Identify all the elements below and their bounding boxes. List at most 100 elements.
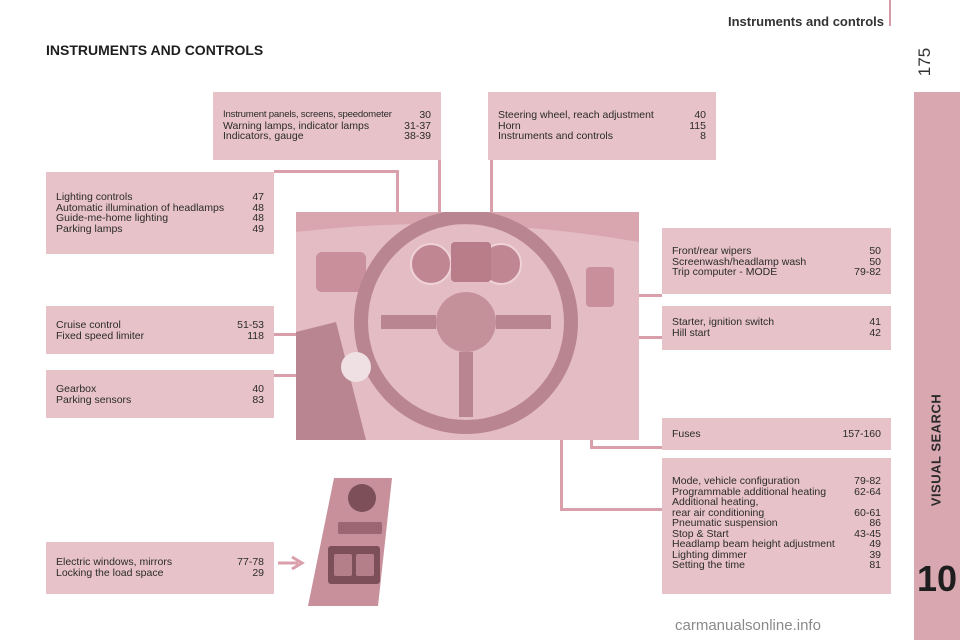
watermark: carmanualsonline.info bbox=[675, 617, 821, 634]
reference-label: Instrument panels, screens, speedometer bbox=[223, 109, 392, 120]
page-reference: 79-82 bbox=[854, 266, 881, 278]
reference-label: Lighting dimmer bbox=[672, 548, 747, 561]
reference-row: Front/rear wipers 50 bbox=[672, 246, 881, 257]
reference-row: Screenwash/headlamp wash 50 bbox=[672, 255, 881, 268]
reference-label: Pneumatic suspension bbox=[672, 517, 778, 529]
reference-label: Mode, vehicle configuration bbox=[672, 475, 800, 487]
reference-row: rear air conditioning 60-61 bbox=[672, 506, 881, 519]
page-reference: 60-61 bbox=[854, 506, 881, 519]
page-reference: 50 bbox=[869, 245, 881, 257]
page-reference: 62-64 bbox=[854, 485, 881, 498]
page-reference: 8 bbox=[700, 130, 706, 142]
page-reference: 77-78 bbox=[237, 556, 264, 568]
box-instrument-panels: Instrument panels, screens, speedometer 3… bbox=[213, 92, 441, 160]
reference-label: Gearbox bbox=[56, 383, 97, 395]
reference-row: Lighting dimmer 39 bbox=[672, 548, 881, 561]
leader-line bbox=[274, 170, 398, 173]
reference-label: Parking lamps bbox=[56, 222, 123, 235]
page-reference: 49 bbox=[869, 538, 881, 550]
reference-label: Stop & Start bbox=[672, 527, 729, 540]
reference-row: Headlamp beam height adjustment 49 bbox=[672, 539, 881, 550]
reference-row: Horn 115 bbox=[498, 119, 706, 132]
header-divider bbox=[889, 0, 891, 26]
reference-label: Setting the time bbox=[672, 559, 745, 571]
reference-label: Guide-me-home lighting bbox=[56, 212, 169, 224]
reference-row: Instruments and controls 8 bbox=[498, 131, 706, 142]
reference-label: Headlamp beam height adjustment bbox=[672, 538, 835, 550]
reference-label: Hill start bbox=[672, 326, 710, 339]
page-reference: 30 bbox=[419, 109, 431, 121]
reference-label: Additional heating, bbox=[672, 496, 759, 508]
page-reference: 40 bbox=[252, 383, 264, 395]
reference-label: Fixed speed limiter bbox=[56, 329, 145, 342]
reference-label: Parking sensors bbox=[56, 393, 132, 406]
page-reference: 41 bbox=[869, 316, 881, 328]
reference-row: Starter, ignition switch 41 bbox=[672, 317, 881, 328]
reference-label: Instruments and controls bbox=[498, 130, 613, 142]
leader-line bbox=[590, 446, 662, 449]
page-number: 175 bbox=[905, 42, 945, 86]
page-reference: 50 bbox=[869, 255, 881, 268]
chapter-tab-text: VISUAL SEARCH bbox=[928, 393, 944, 507]
reference-label: Locking the load space bbox=[56, 566, 164, 579]
chapter-tab-label: VISUAL SEARCH bbox=[913, 350, 959, 550]
page-reference: 79-82 bbox=[854, 475, 881, 487]
page-reference: 157-160 bbox=[842, 428, 881, 440]
reference-row: Pneumatic suspension 86 bbox=[672, 518, 881, 529]
reference-label: Screenwash/headlamp wash bbox=[672, 255, 807, 268]
box-wipers: Front/rear wipers 50 Screenwash/headlamp … bbox=[662, 228, 891, 294]
reference-label: Lighting controls bbox=[56, 191, 133, 203]
reference-label: Horn bbox=[498, 119, 521, 132]
page-reference: 115 bbox=[689, 119, 706, 132]
box-mode: Mode, vehicle configuration 79-82 Program… bbox=[662, 458, 891, 594]
reference-label: Front/rear wipers bbox=[672, 245, 752, 257]
page-reference: 86 bbox=[869, 517, 881, 529]
page-reference: 47 bbox=[252, 191, 264, 203]
leader-line bbox=[560, 508, 662, 511]
reference-row: Mode, vehicle configuration 79-82 bbox=[672, 476, 881, 487]
page-reference: 31-37 bbox=[404, 119, 431, 132]
reference-label: Trip computer - MODE bbox=[672, 266, 778, 278]
window-switch-illustration bbox=[304, 474, 396, 610]
reference-row: Parking lamps 49 bbox=[56, 222, 264, 235]
page-reference: 51-53 bbox=[237, 319, 264, 331]
page-reference: 40 bbox=[694, 109, 706, 121]
reference-row: Instrument panels, screens, speedometer 3… bbox=[223, 109, 431, 121]
running-header: Instruments and controls bbox=[727, 14, 884, 29]
reference-label: Starter, ignition switch bbox=[672, 316, 775, 328]
page-reference: 48 bbox=[252, 201, 264, 214]
page-title: INSTRUMENTS AND CONTROLS bbox=[46, 42, 264, 58]
chapter-number: 10 bbox=[916, 558, 958, 599]
reference-row: Stop & Start 43-45 bbox=[672, 527, 881, 540]
page-reference: 39 bbox=[869, 548, 881, 561]
reference-label: Warning lamps, indicator lamps bbox=[223, 119, 370, 132]
box-lighting: Lighting controls 47 Automatic illuminati… bbox=[46, 172, 274, 254]
page-reference: 29 bbox=[252, 566, 264, 579]
reference-row: Additional heating, bbox=[672, 497, 881, 508]
reference-row: Electric windows, mirrors 77-78 bbox=[56, 557, 264, 568]
reference-label: Electric windows, mirrors bbox=[56, 556, 173, 568]
reference-row: Warning lamps, indicator lamps 31-37 bbox=[223, 119, 431, 132]
reference-label: Programmable additional heating bbox=[672, 485, 827, 498]
reference-row: Locking the load space 29 bbox=[56, 566, 264, 579]
page-reference: 38-39 bbox=[404, 130, 431, 142]
reference-label: rear air conditioning bbox=[672, 506, 765, 519]
dashboard-illustration bbox=[296, 210, 639, 440]
reference-label: Automatic illumination of headlamps bbox=[56, 201, 225, 214]
page-reference: 43-45 bbox=[854, 527, 881, 540]
page-reference: 49 bbox=[252, 222, 264, 235]
chapter-tab bbox=[914, 92, 960, 640]
page-number-text: 175 bbox=[915, 47, 934, 77]
